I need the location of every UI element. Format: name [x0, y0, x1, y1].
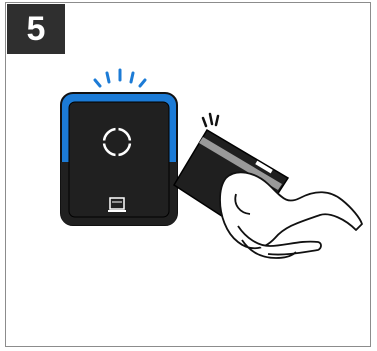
reader-signal-icon: [95, 70, 145, 86]
hand-icon: [220, 172, 362, 258]
card-motion-icon: [203, 114, 218, 126]
card-reader-icon: [61, 93, 177, 225]
